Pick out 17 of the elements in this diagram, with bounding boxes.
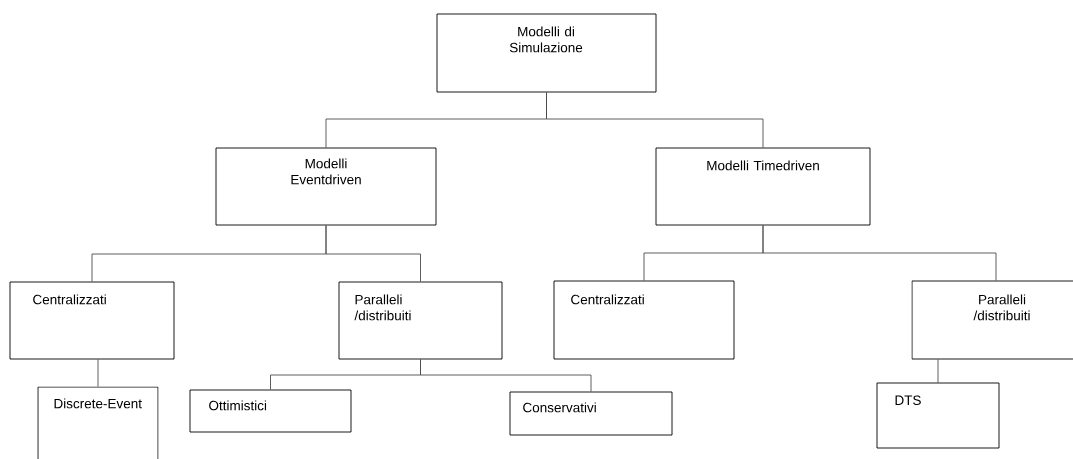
category-box: Modelli Timedriven [655, 147, 871, 226]
connector-line [97, 359, 99, 387]
connector-line [325, 225, 421, 282]
category-box: Centralizzati [9, 281, 175, 360]
connector-line [937, 359, 939, 383]
connector-line [546, 92, 764, 148]
category-box: Conservativi [509, 391, 673, 436]
category-box: Discrete-Event [37, 386, 159, 459]
connector-line [420, 359, 592, 392]
connector-line [762, 225, 997, 281]
category-box: DTS [876, 382, 1000, 449]
category-box: Centralizzati [553, 280, 735, 360]
category-box: Modelli di Simulazione [436, 13, 657, 93]
category-box: Paralleli /distribuiti [338, 281, 503, 360]
category-box: Paralleli /distribuiti [911, 280, 1073, 360]
category-box: Ottimistici [189, 389, 352, 433]
category-box: Modelli Eventdriven [215, 147, 437, 226]
